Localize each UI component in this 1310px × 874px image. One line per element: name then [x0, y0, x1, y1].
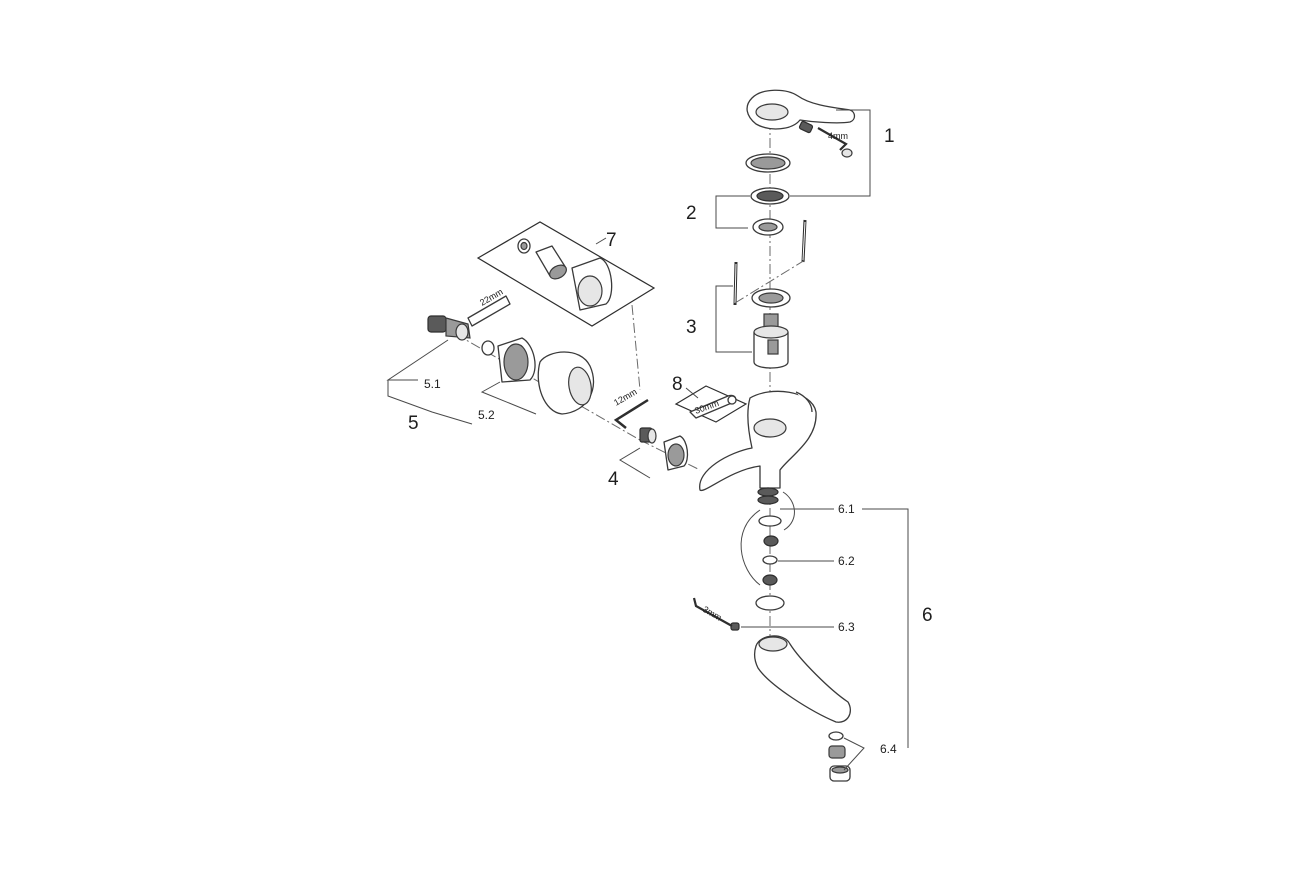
part-4-union-nut [663, 435, 689, 471]
callout-4-bracket [619, 447, 651, 479]
callout-6-4: 6.4 [880, 742, 897, 756]
part-2-clamping-ring [750, 187, 790, 205]
part-3-mounting-bolt-right [801, 219, 807, 263]
part-1-grub-screw [798, 120, 814, 134]
part-6-3-grub-screw [730, 622, 740, 631]
callout-5-2: 5.2 [478, 408, 495, 422]
part-6-4-spout-arm [754, 635, 851, 723]
part-7-extension-piece [535, 245, 567, 280]
callout-6-4-bracket [843, 737, 865, 771]
callout-8: 8 [672, 374, 683, 395]
callout-5-1-bracket [386, 339, 449, 381]
part-2-lock-nut [752, 218, 784, 236]
part-1-lever-handle [746, 89, 856, 130]
callout-3: 3 [686, 317, 697, 338]
part-6-3-hex-key-3mm-icon: 3mm [692, 597, 733, 627]
callout-7: 7 [606, 230, 617, 251]
part-7-extension-sleeve [571, 257, 613, 311]
part-5-2-rosette [537, 351, 595, 415]
callout-1: 1 [884, 126, 895, 147]
part-3-mounting-bolt-left [733, 261, 738, 306]
spout-curve-guide-2 [782, 491, 795, 531]
spout-curve-guide [740, 509, 761, 586]
part-6-1-sleeve [758, 515, 782, 527]
callout-6-1: 6.1 [838, 502, 855, 516]
hex-key-4mm-label: 4mm [828, 131, 848, 141]
callout-6-2: 6.2 [838, 554, 855, 568]
bolt-axis [734, 259, 806, 304]
callout-1-bracket [790, 109, 871, 197]
part-4-hex-key-12mm-icon: 12mm [612, 387, 649, 429]
part-8-wrench-box [674, 385, 748, 423]
part-6-bearing-washer [763, 535, 779, 547]
callout-3-bracket [715, 285, 752, 353]
part-6-spout-ring [755, 595, 785, 611]
callout-6-bracket [862, 508, 909, 748]
faucet-body [699, 390, 817, 492]
part-6-bottom-washer [762, 574, 778, 586]
part-1-trim-ring [745, 153, 791, 173]
axis-4-link [639, 439, 701, 471]
callout-5-1: 5.1 [424, 377, 441, 391]
hex-key-12mm-label: 12mm [612, 387, 639, 408]
callout-6-3: 6.3 [838, 620, 855, 634]
callout-8-leader [685, 387, 699, 399]
callout-6: 6 [922, 605, 933, 626]
part-3-ceramic-cartridge [753, 313, 789, 369]
part-6-4-aerator-insert [828, 745, 846, 759]
part-1-cover-cap [841, 148, 853, 158]
part-6-4-aerator-housing [829, 765, 851, 782]
callout-7-leader [595, 237, 607, 245]
part-6-2-o-ring [762, 555, 778, 565]
part-7-washer [517, 238, 531, 254]
part-7-extension-set-box [476, 221, 656, 327]
callout-4: 4 [608, 469, 619, 490]
part-4-nipple [639, 427, 657, 444]
callout-2: 2 [686, 203, 697, 224]
part-6-spout-o-rings [757, 487, 779, 505]
callout-5: 5 [408, 413, 419, 434]
part-1-hex-key-4mm-icon: 4mm [817, 127, 848, 151]
part-5-wrench-22mm-icon: 22mm [467, 287, 511, 327]
callout-5-bracket [387, 380, 473, 425]
part-3-threaded-ring [751, 288, 791, 308]
callout-5-2-bracket [480, 381, 537, 415]
part-6-4-aerator-washer [828, 731, 844, 741]
part-5-1-washer [481, 340, 495, 356]
axis-to-box-7 [631, 304, 641, 391]
part-5-1-eccentric-connector [427, 315, 471, 341]
part-5-2-sleeve [497, 337, 536, 383]
callout-2-bracket [715, 195, 750, 229]
